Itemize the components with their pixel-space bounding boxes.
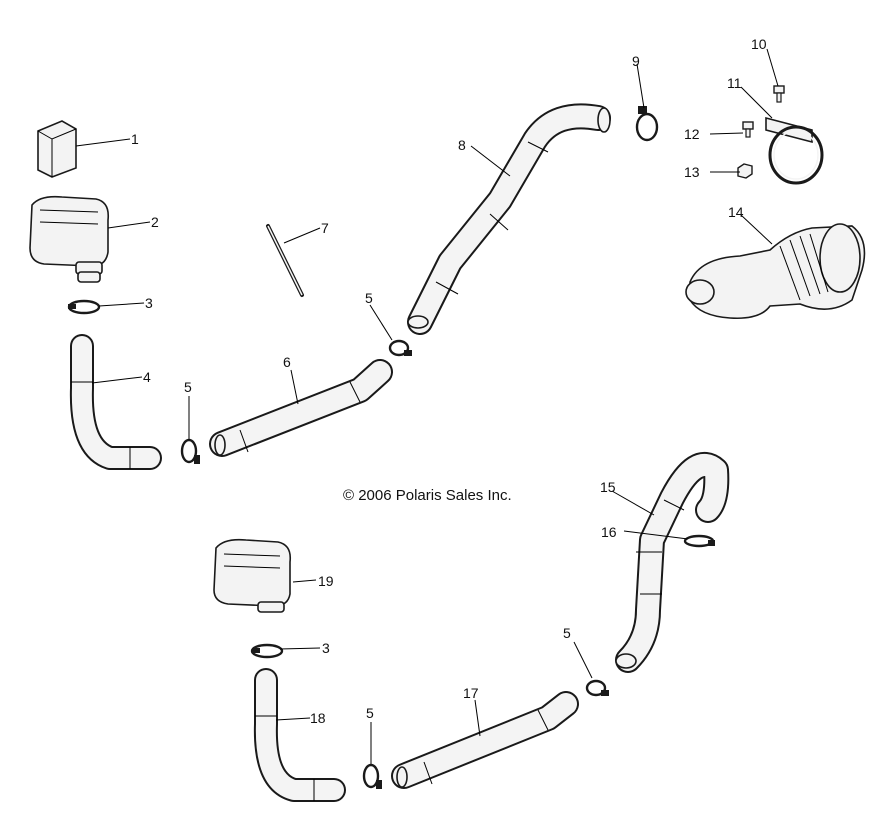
part-6-intake-duct bbox=[209, 359, 393, 457]
callout-3-lower: 3 bbox=[322, 640, 330, 656]
callout-7: 7 bbox=[321, 220, 329, 236]
part-11-strap-bracket bbox=[765, 116, 824, 185]
part-15-riser-hose bbox=[615, 452, 730, 673]
callout-6: 6 bbox=[283, 354, 291, 370]
part-3-clamp-upper bbox=[67, 299, 101, 315]
part-2-airbox-cover bbox=[29, 195, 110, 283]
callout-5-c: 5 bbox=[563, 625, 571, 641]
part-3-clamp-lower bbox=[250, 643, 284, 659]
part-18-lower-elbow-hose bbox=[253, 668, 346, 802]
part-13-nut bbox=[737, 163, 753, 179]
callout-9: 9 bbox=[632, 53, 640, 69]
callout-10: 10 bbox=[751, 36, 767, 52]
callout-8: 8 bbox=[458, 137, 466, 153]
callout-12: 12 bbox=[684, 126, 700, 142]
part-14-air-filter-assembly bbox=[685, 223, 866, 320]
part-7-cable-tie bbox=[266, 224, 304, 297]
callout-17: 17 bbox=[463, 685, 479, 701]
part-4-elbow-hose bbox=[69, 334, 162, 470]
callout-4: 4 bbox=[143, 369, 151, 385]
part-5-clamp-d bbox=[362, 763, 382, 789]
part-5-clamp-a bbox=[180, 438, 200, 464]
callout-13: 13 bbox=[684, 164, 700, 180]
part-8-upper-hose bbox=[407, 103, 611, 335]
callout-labels: 1 2 3 4 5 6 7 8 9 10 11 12 13 14 15 16 3… bbox=[131, 36, 767, 726]
part-5-clamp-b bbox=[388, 339, 412, 357]
part-5-clamp-c bbox=[585, 679, 609, 697]
callout-11: 11 bbox=[727, 75, 742, 91]
callout-19: 19 bbox=[318, 573, 334, 589]
part-12-bolt bbox=[742, 121, 754, 138]
callout-15: 15 bbox=[600, 479, 616, 495]
callout-5-d: 5 bbox=[366, 705, 374, 721]
callout-3: 3 bbox=[145, 295, 153, 311]
part-17-lower-duct bbox=[391, 691, 579, 789]
callout-14: 14 bbox=[728, 204, 744, 220]
part-9-clamp bbox=[635, 106, 659, 142]
part-10-bolt bbox=[773, 85, 785, 103]
leader-lines bbox=[75, 48, 779, 764]
part-19-airbox-cover bbox=[213, 538, 292, 613]
callout-18: 18 bbox=[310, 710, 326, 726]
callout-5-b: 5 bbox=[365, 290, 373, 306]
copyright-notice: © 2006 Polaris Sales Inc. bbox=[343, 487, 512, 504]
callout-1: 1 bbox=[131, 131, 139, 147]
part-1-foam-block bbox=[37, 120, 77, 178]
part-16-clamp bbox=[683, 534, 715, 548]
callout-5: 5 bbox=[184, 379, 192, 395]
callout-2: 2 bbox=[151, 214, 159, 230]
callout-16: 16 bbox=[601, 524, 617, 540]
